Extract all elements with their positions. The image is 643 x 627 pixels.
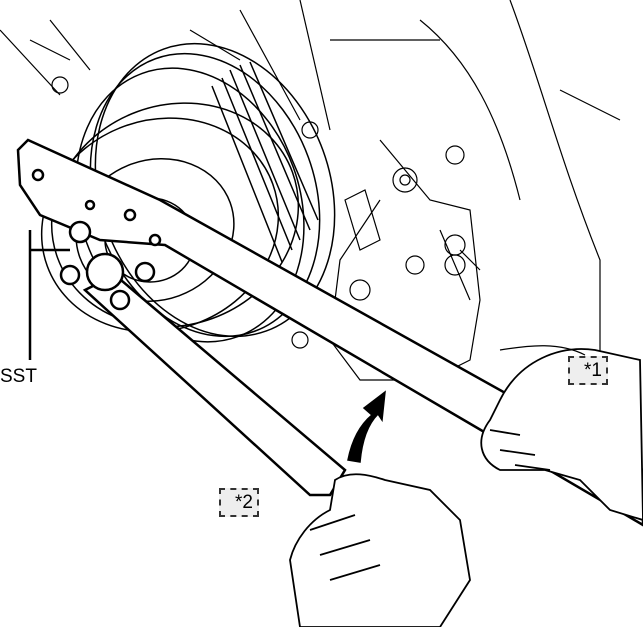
crankshaft-pulley — [40, 42, 336, 343]
callout-leader-line — [499, 345, 586, 356]
hand-right — [480, 348, 643, 521]
rotation-arrow-icon — [347, 390, 386, 463]
hand-left — [289, 473, 471, 627]
callout-1: *1 — [568, 356, 608, 385]
wrench — [59, 252, 347, 497]
engine-block-outline — [0, 0, 621, 420]
sst-label: SST — [0, 366, 37, 387]
callout-2: *2 — [219, 488, 259, 517]
